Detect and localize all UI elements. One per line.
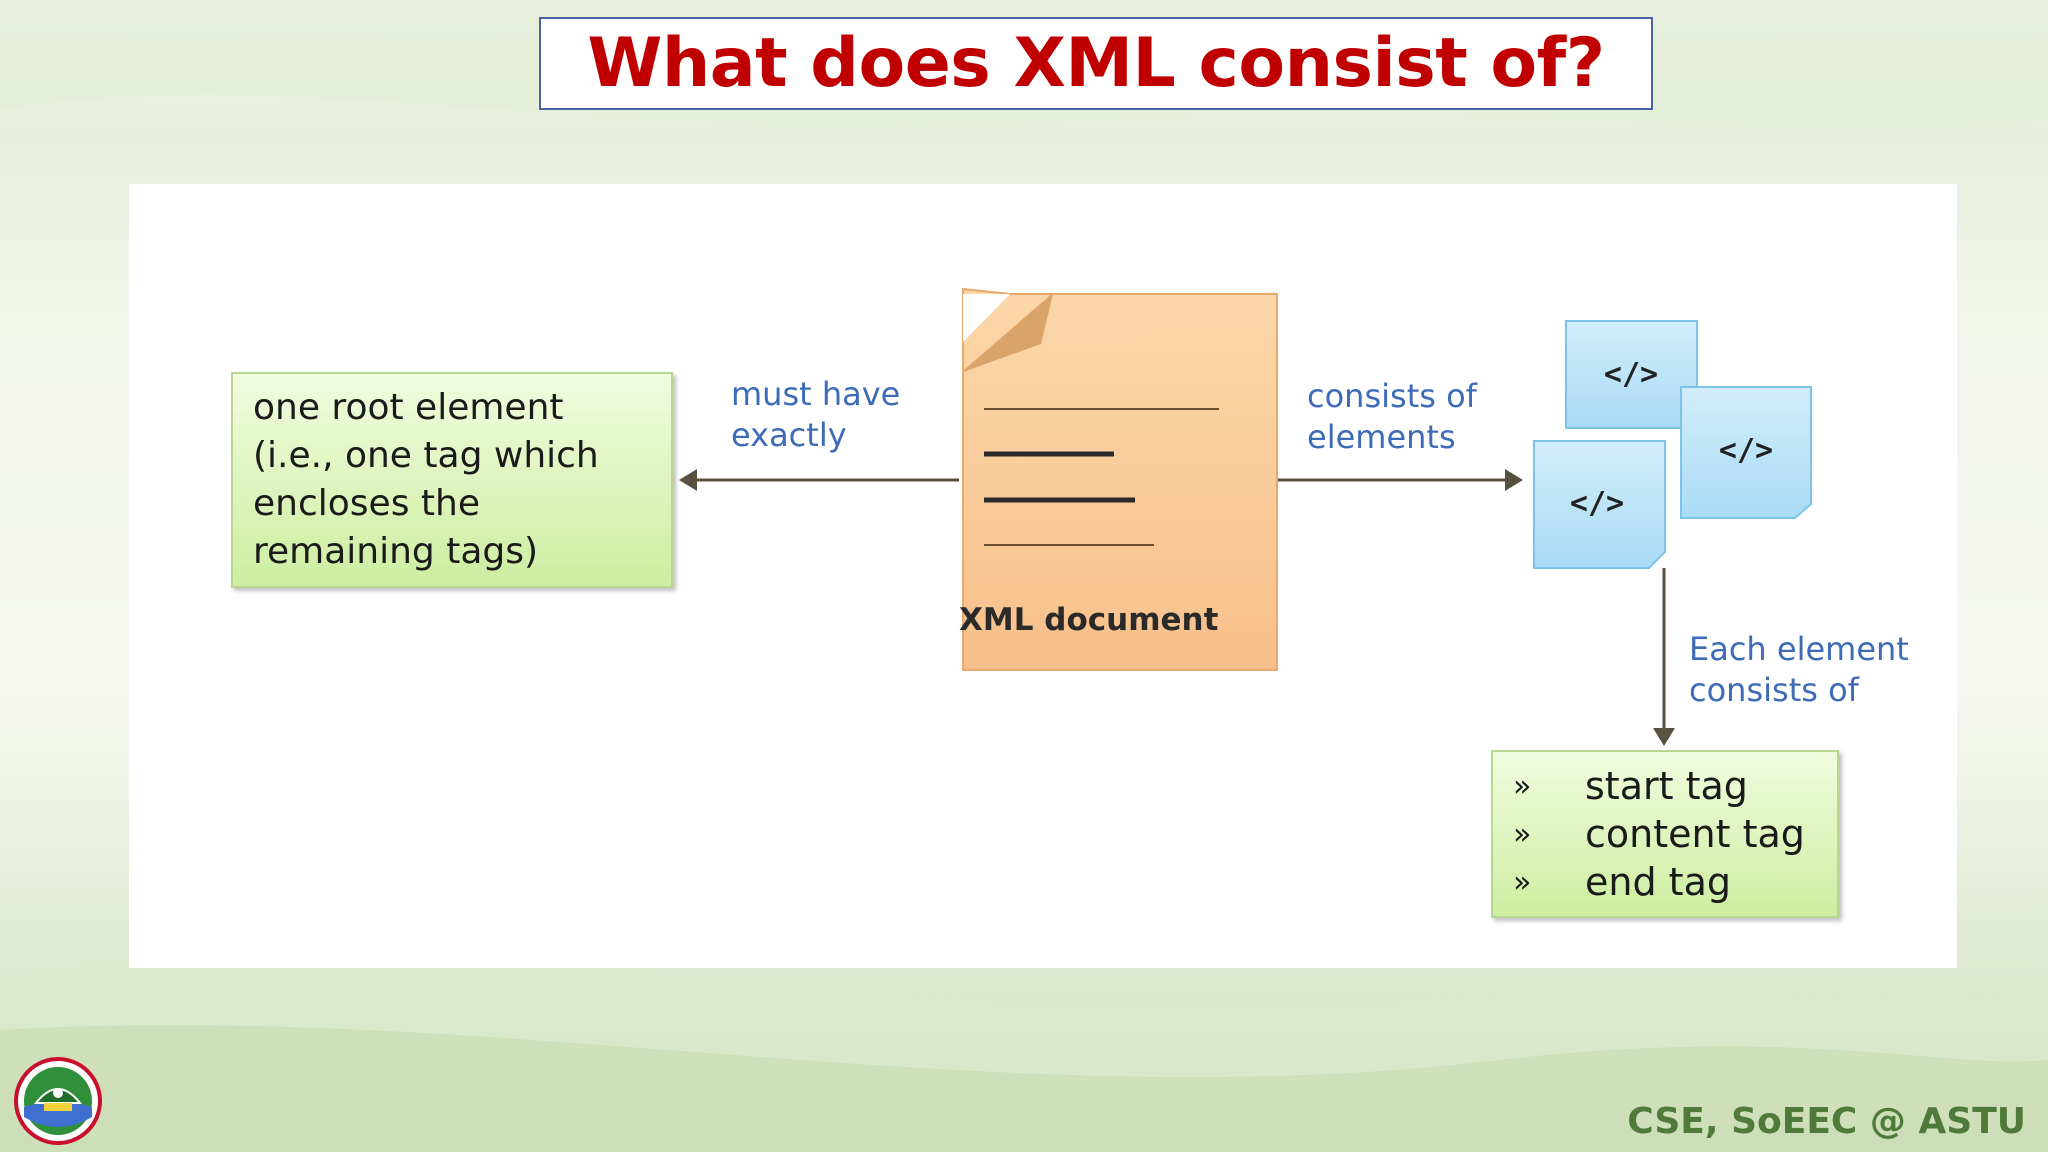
root-box-line: (i.e., one tag which xyxy=(253,435,599,476)
root-box-line: one root element xyxy=(253,387,564,428)
element-tag-label: </> xyxy=(1719,433,1773,468)
each-element-line: consists of xyxy=(1689,671,1859,709)
diagram-canvas: </> </> </> xyxy=(679,287,1812,746)
must-have-line: must have xyxy=(731,375,901,413)
slide-title: What does XML consist of? xyxy=(587,24,1605,103)
list-item: » start tag xyxy=(1513,762,1817,810)
must-have-line: exactly xyxy=(731,416,847,454)
bullet: » xyxy=(1513,816,1532,852)
list-item: » content tag xyxy=(1513,810,1817,858)
element-tag-label: </> xyxy=(1604,357,1658,392)
slide-title-box: What does XML consist of? xyxy=(539,17,1653,110)
diagram-panel: </> </> </> XML document one root elemen… xyxy=(129,184,1957,968)
consists-of-line: elements xyxy=(1307,418,1456,456)
bullet: » xyxy=(1513,864,1532,900)
element-parts-box: » start tag » content tag » end tag xyxy=(1491,750,1839,918)
consists-of-label: consists of elements xyxy=(1307,376,1477,458)
element-tag-icon: </> xyxy=(1565,320,1698,429)
footer-text: CSE, SoEEC @ ASTU xyxy=(1627,1101,2026,1142)
arrow-each-element xyxy=(1653,568,1675,746)
root-element-box: one root element (i.e., one tag which en… xyxy=(231,372,673,588)
arrow-must-have xyxy=(679,469,959,491)
part-label: start tag xyxy=(1585,764,1748,808)
part-label: end tag xyxy=(1585,860,1731,904)
must-have-label: must have exactly xyxy=(731,374,900,456)
consists-of-line: consists of xyxy=(1307,377,1477,415)
university-logo-icon xyxy=(14,1057,102,1145)
list-item: » end tag xyxy=(1513,858,1817,906)
element-tag-icon: </> xyxy=(1680,386,1812,519)
root-box-line: encloses the xyxy=(253,483,480,524)
each-element-line: Each element xyxy=(1689,630,1909,668)
element-tag-icon: </> xyxy=(1533,440,1666,569)
root-box-line: remaining tags) xyxy=(253,531,539,572)
bullet: » xyxy=(1513,768,1532,804)
each-element-label: Each element consists of xyxy=(1689,629,1909,711)
part-label: content tag xyxy=(1585,812,1805,856)
xml-document-icon xyxy=(962,287,1278,671)
document-label: XML document xyxy=(959,602,1219,638)
element-tag-label: </> xyxy=(1570,486,1624,521)
